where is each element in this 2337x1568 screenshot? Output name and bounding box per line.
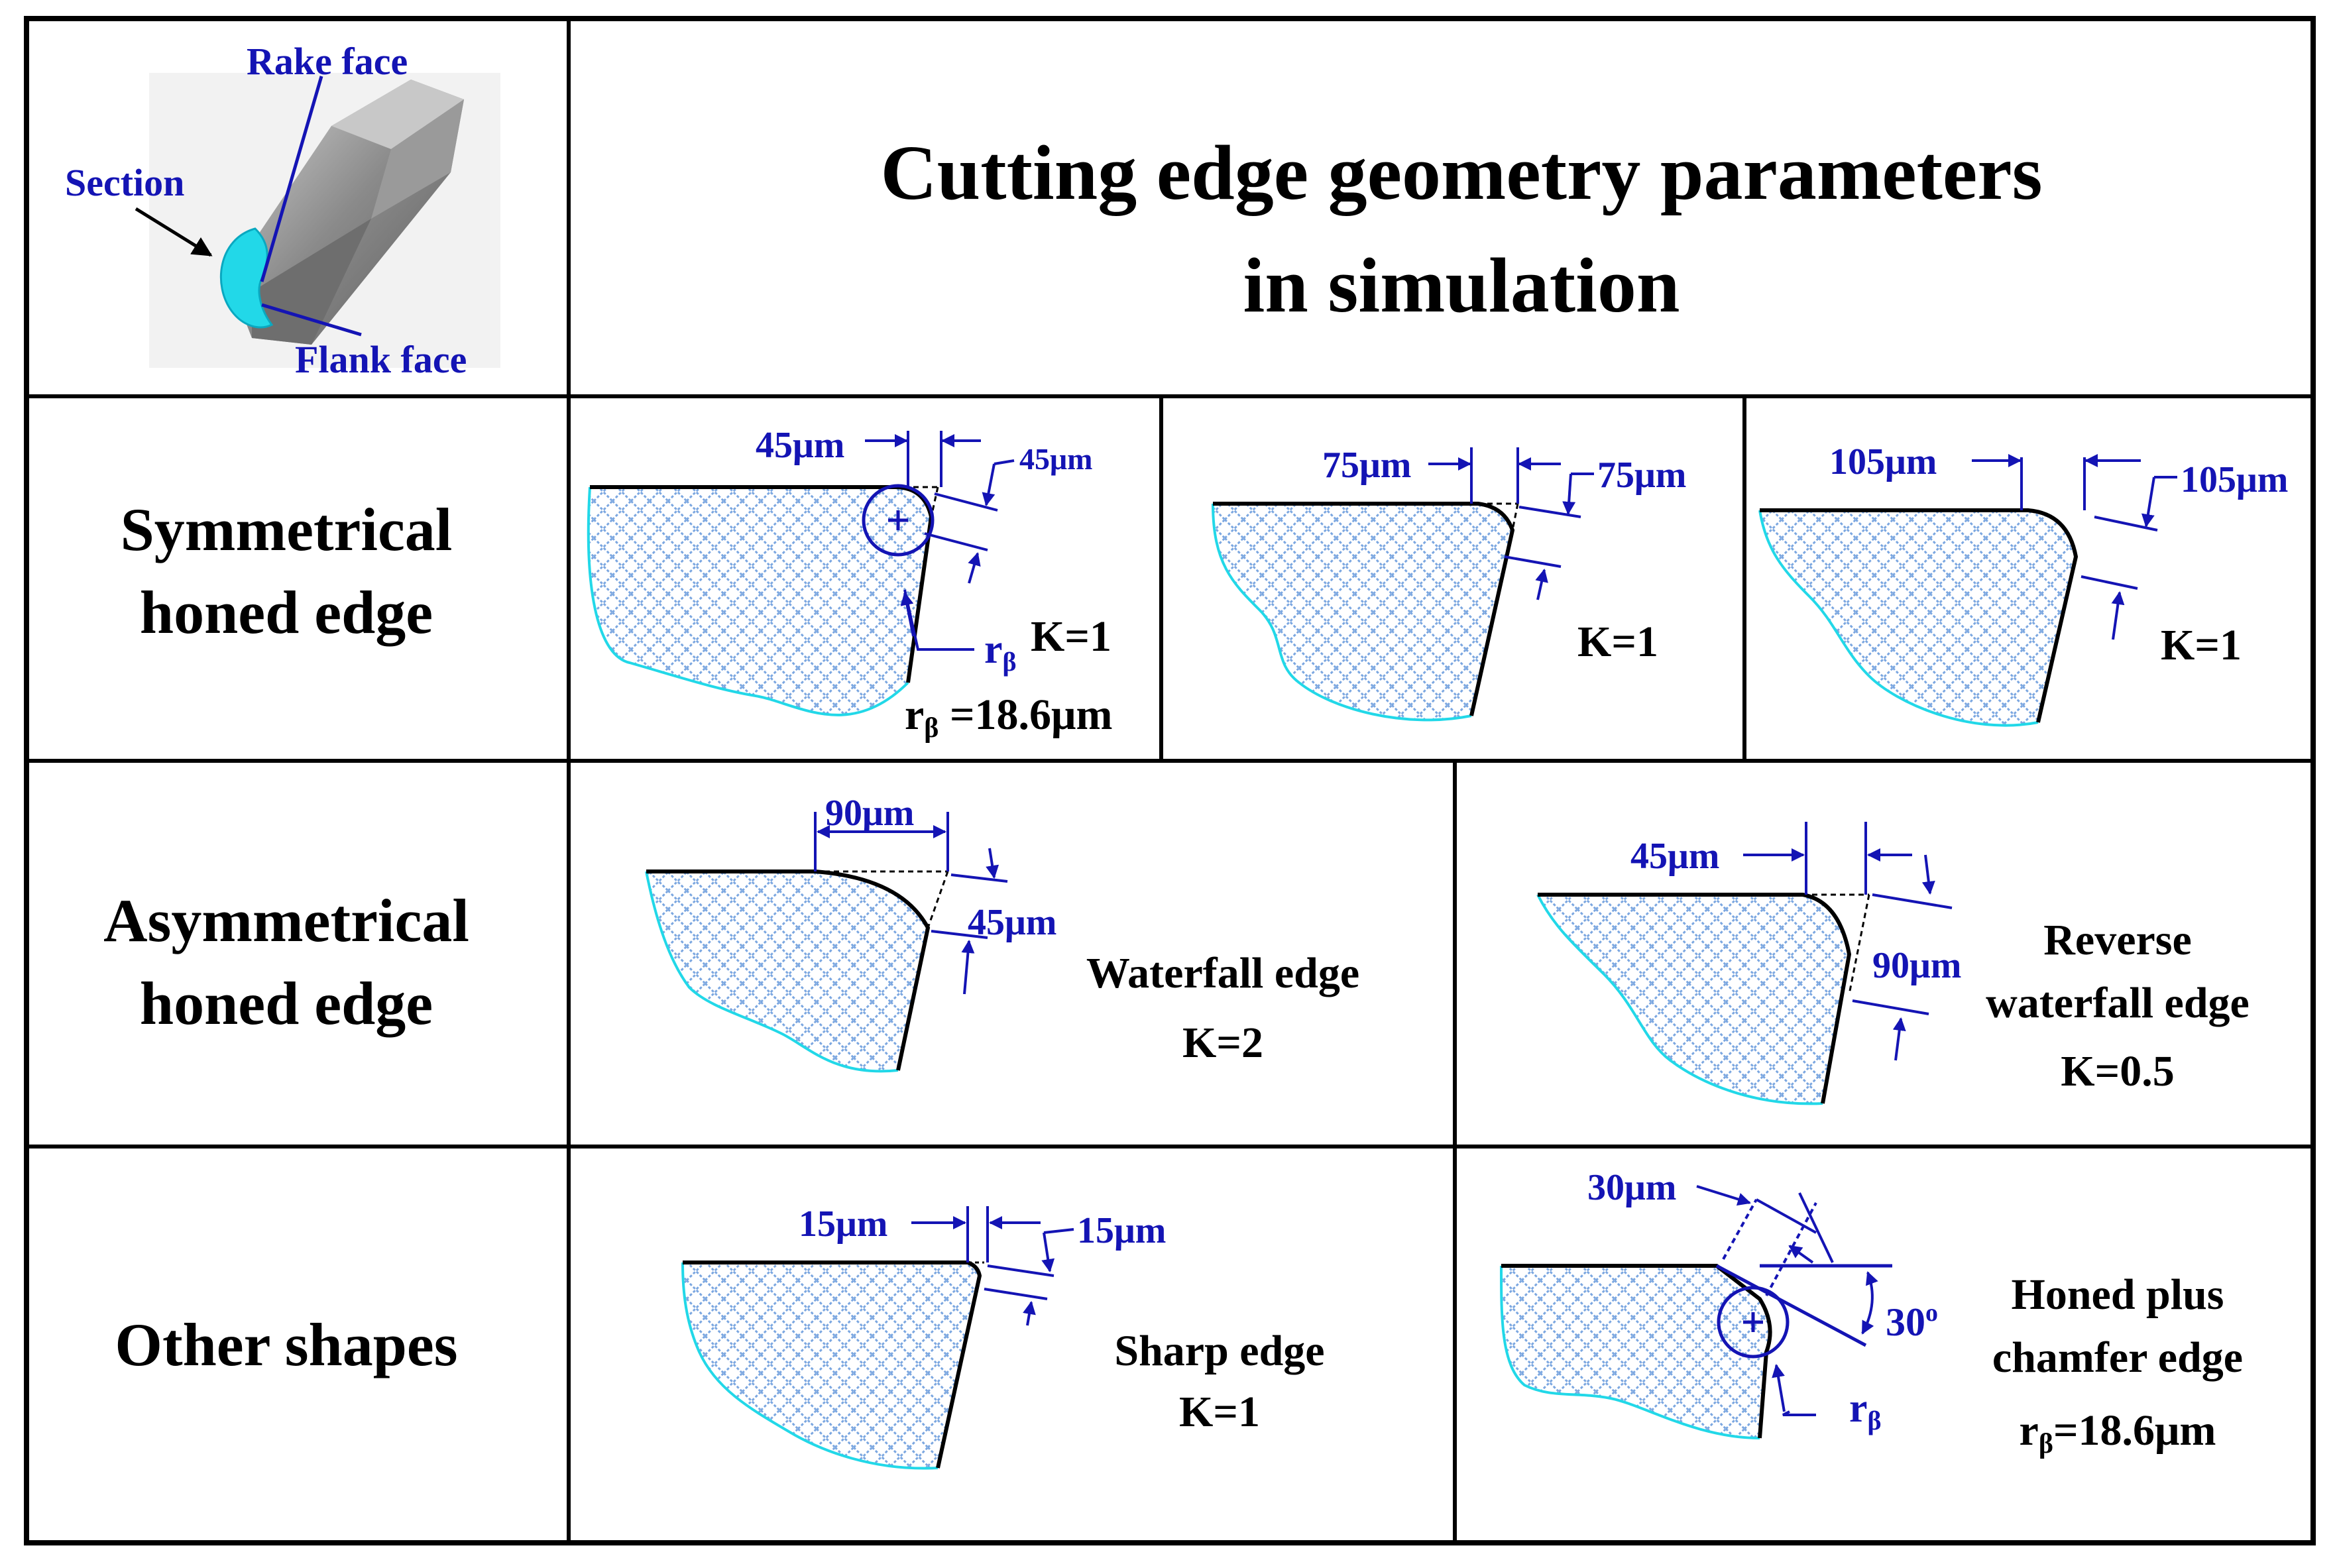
k-value: K=1 <box>1031 612 1112 661</box>
flank-dimension: 90μm <box>1872 945 1961 986</box>
insert-tool-picture <box>229 80 464 345</box>
edge-name: Sharp edge <box>1114 1327 1324 1375</box>
chamfer-angle: 30o <box>1886 1299 1938 1344</box>
workpiece-section <box>1538 895 1849 1104</box>
k-value: K=0.5 <box>2061 1047 2174 1095</box>
flank-face-label: Flank face <box>295 338 467 381</box>
k-value: K=1 <box>1179 1388 1260 1436</box>
cell-waterfall: 90μm 45μm Waterfall edge K=2 <box>645 793 1359 1073</box>
chamfer-dimension: 30μm <box>1587 1167 1676 1208</box>
row-labels: Symmetrical honed edge Asymmetrical hone… <box>103 496 469 1378</box>
cell-symmetrical-105: 105μm 105μm K=1 <box>1758 441 2288 727</box>
workpiece-section <box>1760 510 2076 726</box>
row-label-asymmetrical-2: honed edge <box>140 970 433 1037</box>
workpiece-section <box>1501 1266 1770 1438</box>
rake-dimension: 90μm <box>825 793 914 834</box>
hone-radius-circle <box>1717 1286 1790 1359</box>
flank-dimension: 45μm <box>968 902 1056 943</box>
rake-dimension: 15μm <box>799 1204 887 1245</box>
flank-dimension: 15μm <box>1077 1210 1166 1251</box>
section-label: Section <box>65 161 184 204</box>
header: Cutting edge geometry parameters in simu… <box>880 129 2042 329</box>
table-grid <box>24 16 2316 1545</box>
k-value: K=1 <box>1577 618 1658 666</box>
radius-value: rβ=18.6μm <box>2020 1406 2216 1459</box>
edge-name-line2: chamfer edge <box>1992 1333 2243 1382</box>
edge-name-line1: Honed plus <box>2012 1270 2224 1319</box>
k-value: K=2 <box>1182 1019 1263 1067</box>
row-label-symmetrical-1: Symmetrical <box>121 496 453 563</box>
rake-dimension: 75μm <box>1322 445 1411 486</box>
edge-name-line1: Reverse <box>2043 916 2192 964</box>
rake-dimension: 45μm <box>756 425 844 466</box>
flank-dimension: 45μm <box>1019 442 1092 476</box>
edge-name-line2: waterfall edge <box>1986 979 2250 1027</box>
row-label-symmetrical-2: honed edge <box>140 579 433 646</box>
workpiece-section <box>646 871 928 1072</box>
cell-symmetrical-75: 75μm 75μm K=1 <box>1212 445 1686 722</box>
radius-value: rβ =18.6μm <box>905 691 1112 744</box>
radius-symbol: rβ <box>984 627 1017 677</box>
workpiece-section <box>1213 504 1512 720</box>
cell-honed-chamfer: 30μm 30o rβ Honed plus chamfer edge rβ=1… <box>1500 1167 2243 1459</box>
cell-sharp-edge: 15μm 15μm Sharp edge K=1 <box>681 1204 1325 1470</box>
flank-dimension: 75μm <box>1597 455 1686 496</box>
radius-symbol: rβ <box>1849 1386 1882 1435</box>
row-label-asymmetrical-1: Asymmetrical <box>103 887 469 954</box>
workpiece-section <box>588 487 931 715</box>
flank-dimension: 105μm <box>2181 459 2288 500</box>
cell-reverse-waterfall: 45μm 90μm Reverse waterfall edge K=0.5 <box>1536 822 2250 1105</box>
hone-radius-circle <box>862 484 935 557</box>
rake-dimension: 45μm <box>1630 836 1719 877</box>
rake-dimension: 105μm <box>1829 441 1937 482</box>
page-title-line2: in simulation <box>1243 242 1680 329</box>
rake-face-label: Rake face <box>247 40 408 83</box>
page-title-line1: Cutting edge geometry parameters <box>880 129 2042 216</box>
edge-name: Waterfall edge <box>1086 949 1359 997</box>
workpiece-section <box>683 1262 980 1469</box>
tool-image: Rake face Section Flank face <box>65 40 500 381</box>
k-value: K=1 <box>2161 621 2242 669</box>
row-label-other: Other shapes <box>115 1311 457 1378</box>
cell-symmetrical-45: 45μm 45μm rβ K=1 rβ =18.6μm <box>587 425 1112 744</box>
